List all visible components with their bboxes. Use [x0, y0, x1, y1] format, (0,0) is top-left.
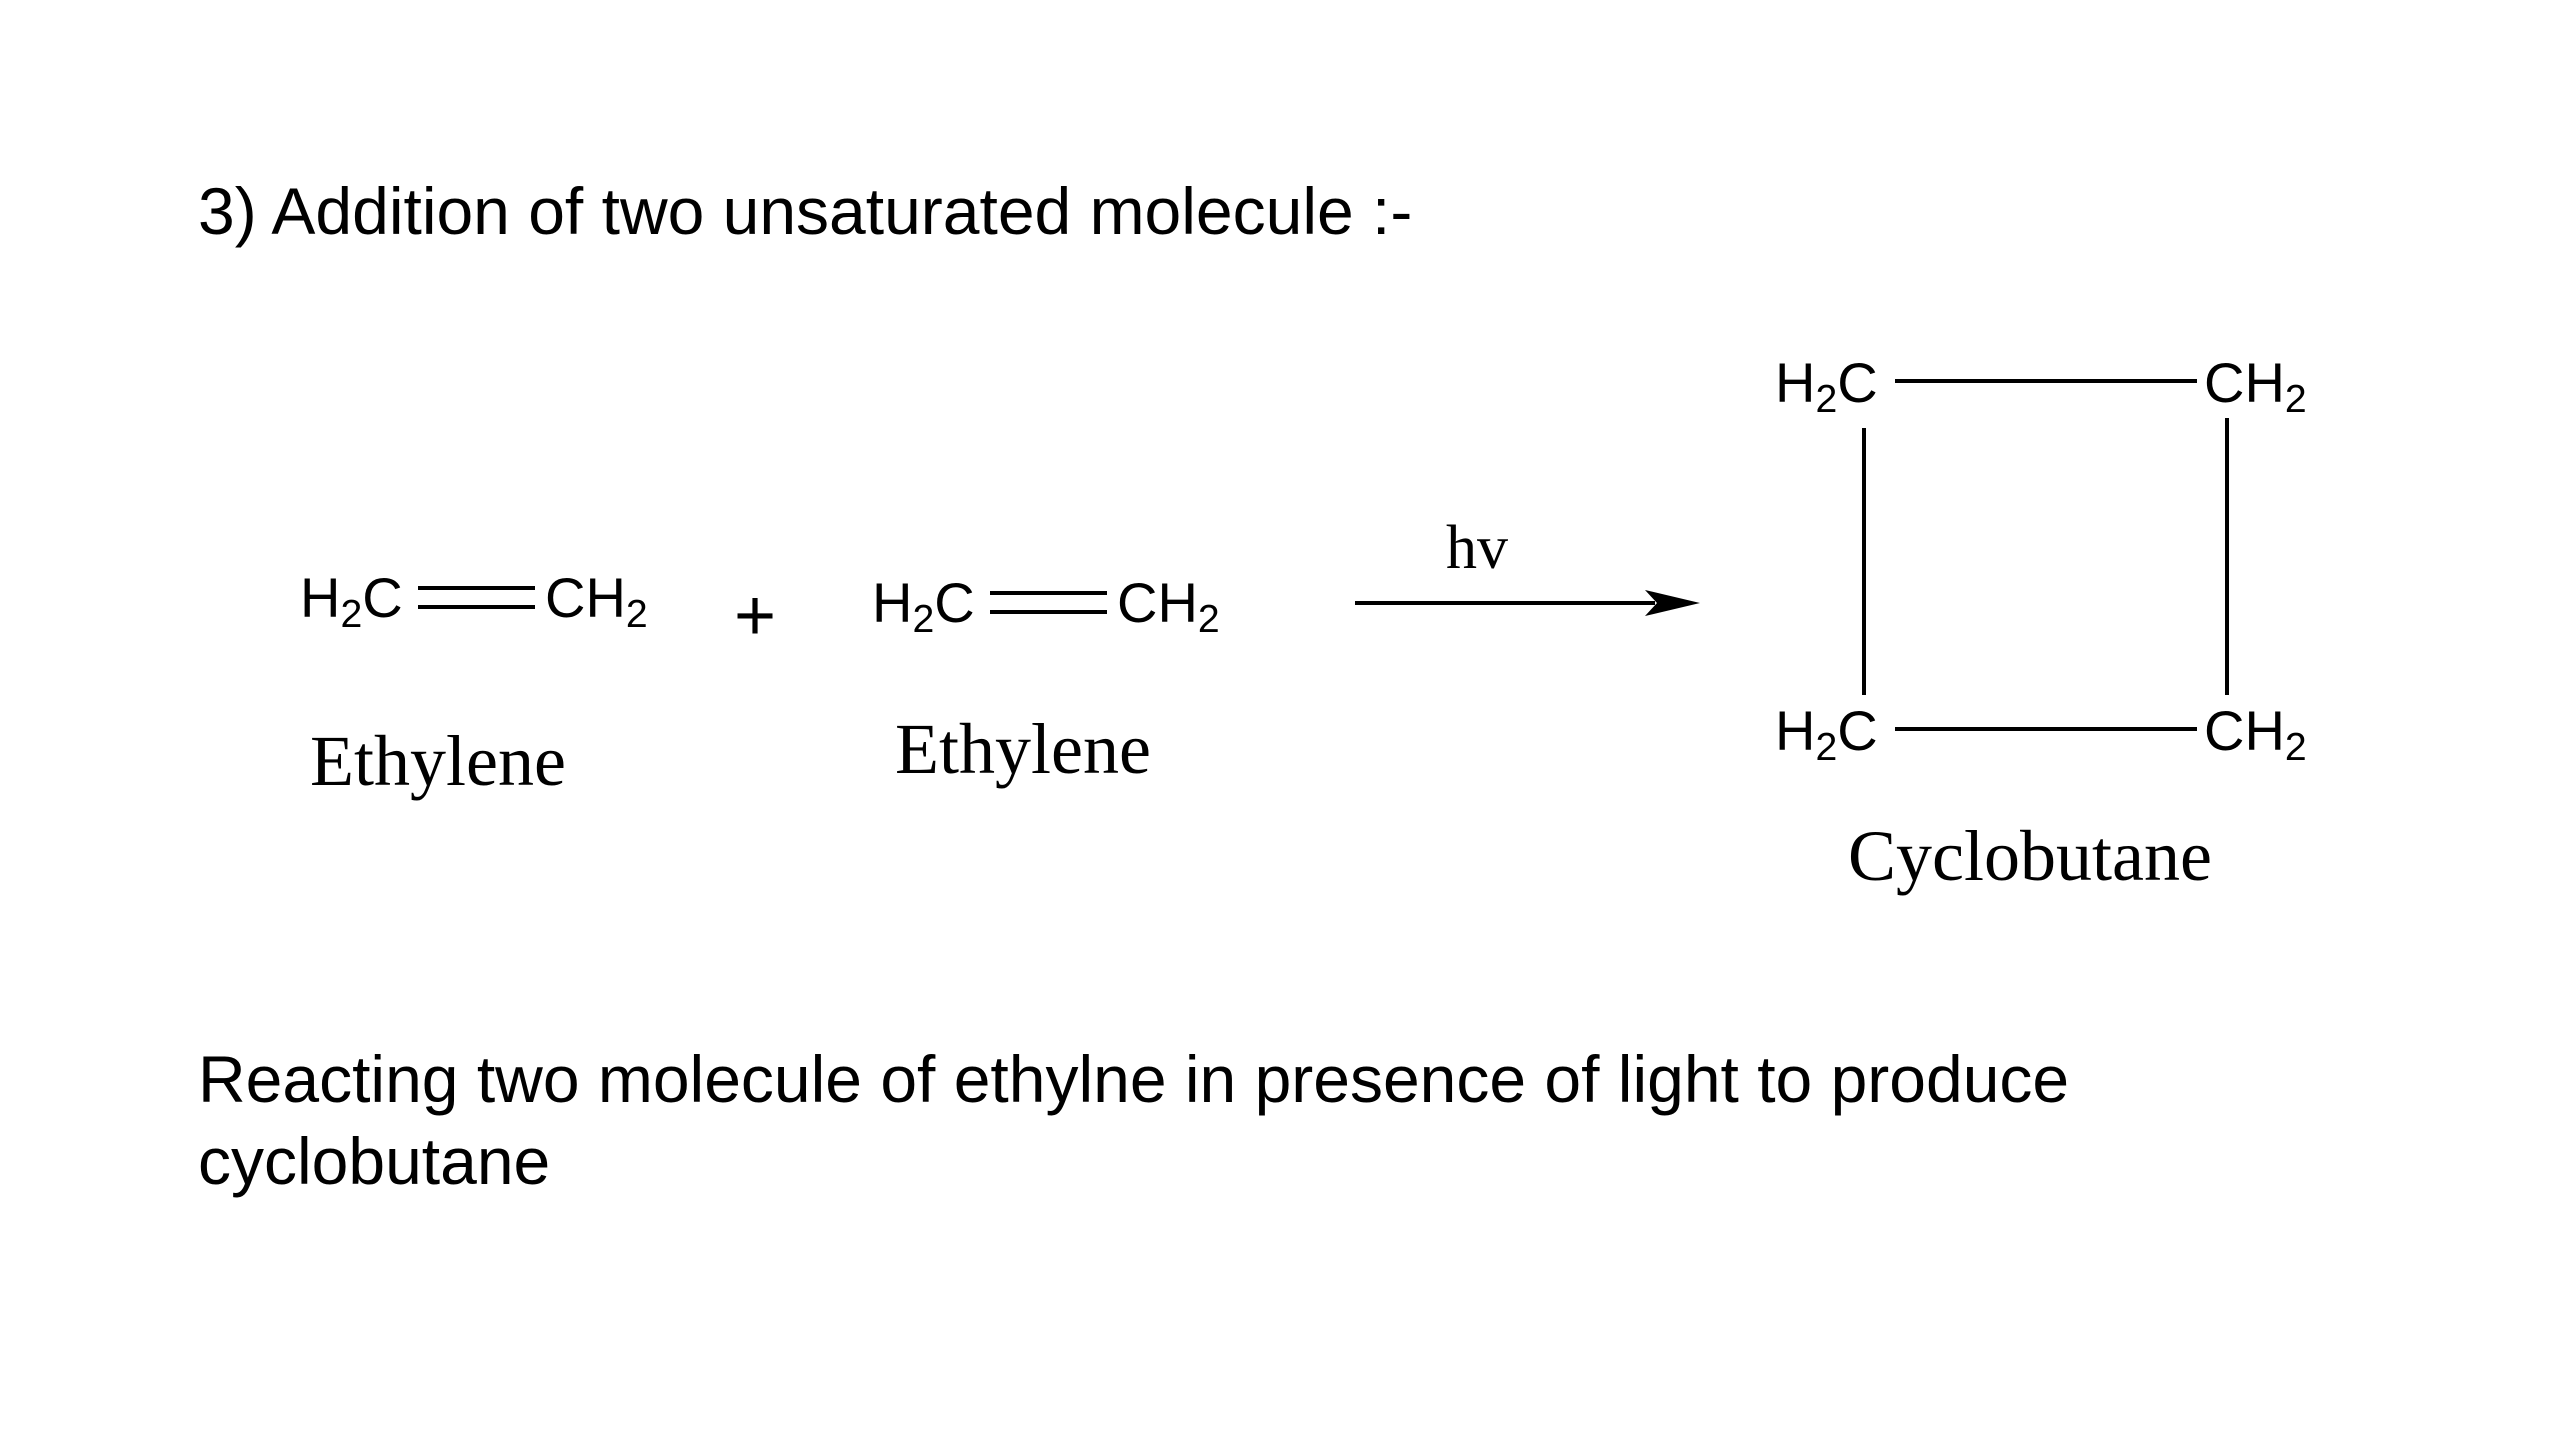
reactant-2-name: Ethylene — [895, 709, 1151, 789]
reactant-2: H2​C CH2​ Ethylene — [872, 571, 1220, 789]
plus-sign: + — [734, 576, 776, 656]
product-name: Cyclobutane — [1848, 816, 2212, 896]
reactant-2-right-group: CH2​ — [1117, 571, 1220, 641]
description-line-1: Reacting two molecule of ethylne in pres… — [198, 1042, 2070, 1116]
product-bottom-left-group: H2​C — [1775, 699, 1878, 769]
slide-heading: 3) Addition of two unsaturated molecule … — [198, 174, 1413, 248]
reaction-arrow: hv — [1355, 514, 1700, 616]
reaction-scheme: H2​C CH2​ Ethylene + H2​C CH2​ Ethylene … — [300, 351, 2307, 896]
product-top-left-group: H2​C — [1775, 351, 1878, 421]
slide-description: Reacting two molecule of ethylne in pres… — [198, 1038, 2398, 1202]
reactant-1-name: Ethylene — [310, 721, 566, 801]
reactant-1-left-group: H2​C — [300, 566, 403, 636]
reactant-2-left-group: H2​C — [872, 571, 975, 641]
reactant-1-right-group: CH2​ — [545, 566, 648, 636]
product-top-right-group: CH2​ — [2204, 351, 2307, 421]
description-line-2: cyclobutane — [198, 1124, 551, 1198]
condition-label: hv — [1446, 514, 1508, 582]
reactant-1: H2​C CH2​ Ethylene — [300, 566, 648, 801]
arrow-head-icon — [1645, 590, 1700, 616]
product-bottom-right-group: CH2​ — [2204, 699, 2307, 769]
product-cyclobutane: H2​C CH2​ H2​C CH2​ Cyclobutane — [1775, 351, 2307, 896]
